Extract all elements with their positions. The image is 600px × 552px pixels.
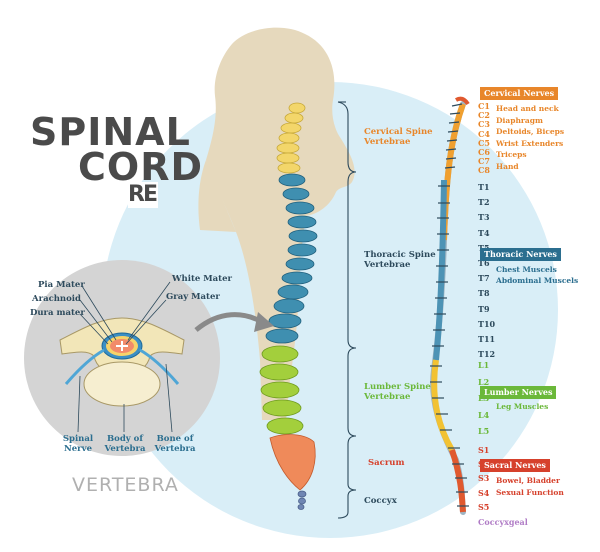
list-item: Leg Muscles [496,402,549,411]
list-item: Head and neck [496,104,559,113]
vertebra-label-sacral: S3 [478,473,490,484]
vertebra-label-thoracic: T12 [478,349,496,360]
title-cord: CORD [78,145,203,189]
tag-thoracic-nerves: Thoracic Nerves [480,248,561,261]
vertebra-title: VERTEBRA [72,474,179,496]
logo-text: RE [128,182,158,207]
vertebra-label-lumbar: L4 [478,409,490,420]
vertebra-label-cervical: C3 [478,119,490,130]
section-thoracic: Thoracic Spine Vertebrae [364,250,436,270]
label-gray-mater: Gray Mater [166,292,220,302]
list-item: Hand [496,161,519,171]
section-sacrum: Sacrum [368,458,405,468]
label-arachnoid: Arachnoid [32,294,81,304]
list-item: Sexual Function [496,487,564,497]
vertebra-label-thoracic: T1 [478,182,490,192]
vertebra-label-cervical: C6 [478,147,490,157]
tag-cervical-nerves: Cervical Nerves [480,87,559,100]
section-coccyx: Coccyx [364,496,397,506]
vertebra-cross-section [24,260,274,456]
silhouette-shoulder [198,160,236,232]
list-item: Chest Muscels [496,265,557,274]
vertebra-label-thoracic: T8 [478,288,490,299]
spine-column [259,102,318,510]
list-item: Abdominal Muscels [496,276,579,285]
vertebra-label-cervical: C7 [478,156,490,167]
vertebra-label-cervical: C2 [478,110,490,121]
vertebra-label-cervical: C5 [478,137,490,148]
section-brackets [337,101,357,519]
vertebra-label-thoracic: T3 [478,212,490,223]
vertebra-label-thoracic: T11 [478,334,496,344]
tag-sacral-nerves: Sacral Nerves [480,459,550,472]
vertebra-label-cervical: C1 [478,101,490,111]
list-lumbar-functions: Leg Muscles [496,402,548,411]
vertebra-label-thoracic: T4 [478,227,490,238]
label-pia-mater: Pia Mater [38,280,85,290]
label-bone-of-vertebra: Bone of Vertebra [154,434,196,454]
list-sacral-functions: Bowel, Bladder Sexual Function [496,475,564,498]
label-coccygeal: Coccyxgeal [478,517,528,527]
list-item: Wrist Extenders [496,138,564,148]
list-item: Triceps [496,150,527,160]
vertebra-label-thoracic: T6 [478,258,490,268]
section-cervical: Cervical Spine Vertebrae [364,127,433,147]
vertebra-label-sacral: S5 [478,501,490,512]
tag-lumbar-nerves: Lumber Nerves [480,386,557,399]
vertebra-label-thoracic: T9 [478,303,490,314]
human-silhouette [206,27,355,421]
vertebra-label-thoracic: T10 [478,318,496,329]
re-logo [128,182,158,208]
label-white-mater: White Mater [172,274,232,284]
vertebra-label-cervical: C8 [478,165,490,176]
label-body-of-vertebra: Body of Vertebra [104,434,146,454]
vertebra-label-lumbar: L5 [478,426,490,436]
section-lumbar: Lumber Spine Vertebrae [364,382,431,402]
list-item: Bowel, Bladder [496,476,560,485]
vertebra-label-thoracic: T2 [478,197,490,208]
list-thoracic-functions: Chest Muscels Abdominal Muscels [496,264,578,286]
list-item: Diaphragm [496,115,543,125]
title-spinal: SPINAL [30,110,191,154]
list-cervical-functions: Head and neck Diaphragm Deltoids, Biceps… [496,103,564,173]
vertebra-label-cervical: C4 [478,128,490,139]
spinal-cord-diagram [430,96,470,515]
vertebra-label-sacral: S4 [478,487,490,498]
vertebra-label-thoracic: T7 [478,273,490,284]
vertebra-label-lumbar: L2 [478,376,490,387]
vertebra-label-lumbar: L1 [478,360,490,370]
label-spinal-nerve: Spinal Nerve [62,434,94,454]
list-item: Deltoids, Biceps [496,127,565,137]
label-dura-mater: Dura mater [30,308,85,318]
vertebra-label-thoracic: T5 [478,243,490,253]
vertebra-label-sacral: S1 [478,445,490,455]
